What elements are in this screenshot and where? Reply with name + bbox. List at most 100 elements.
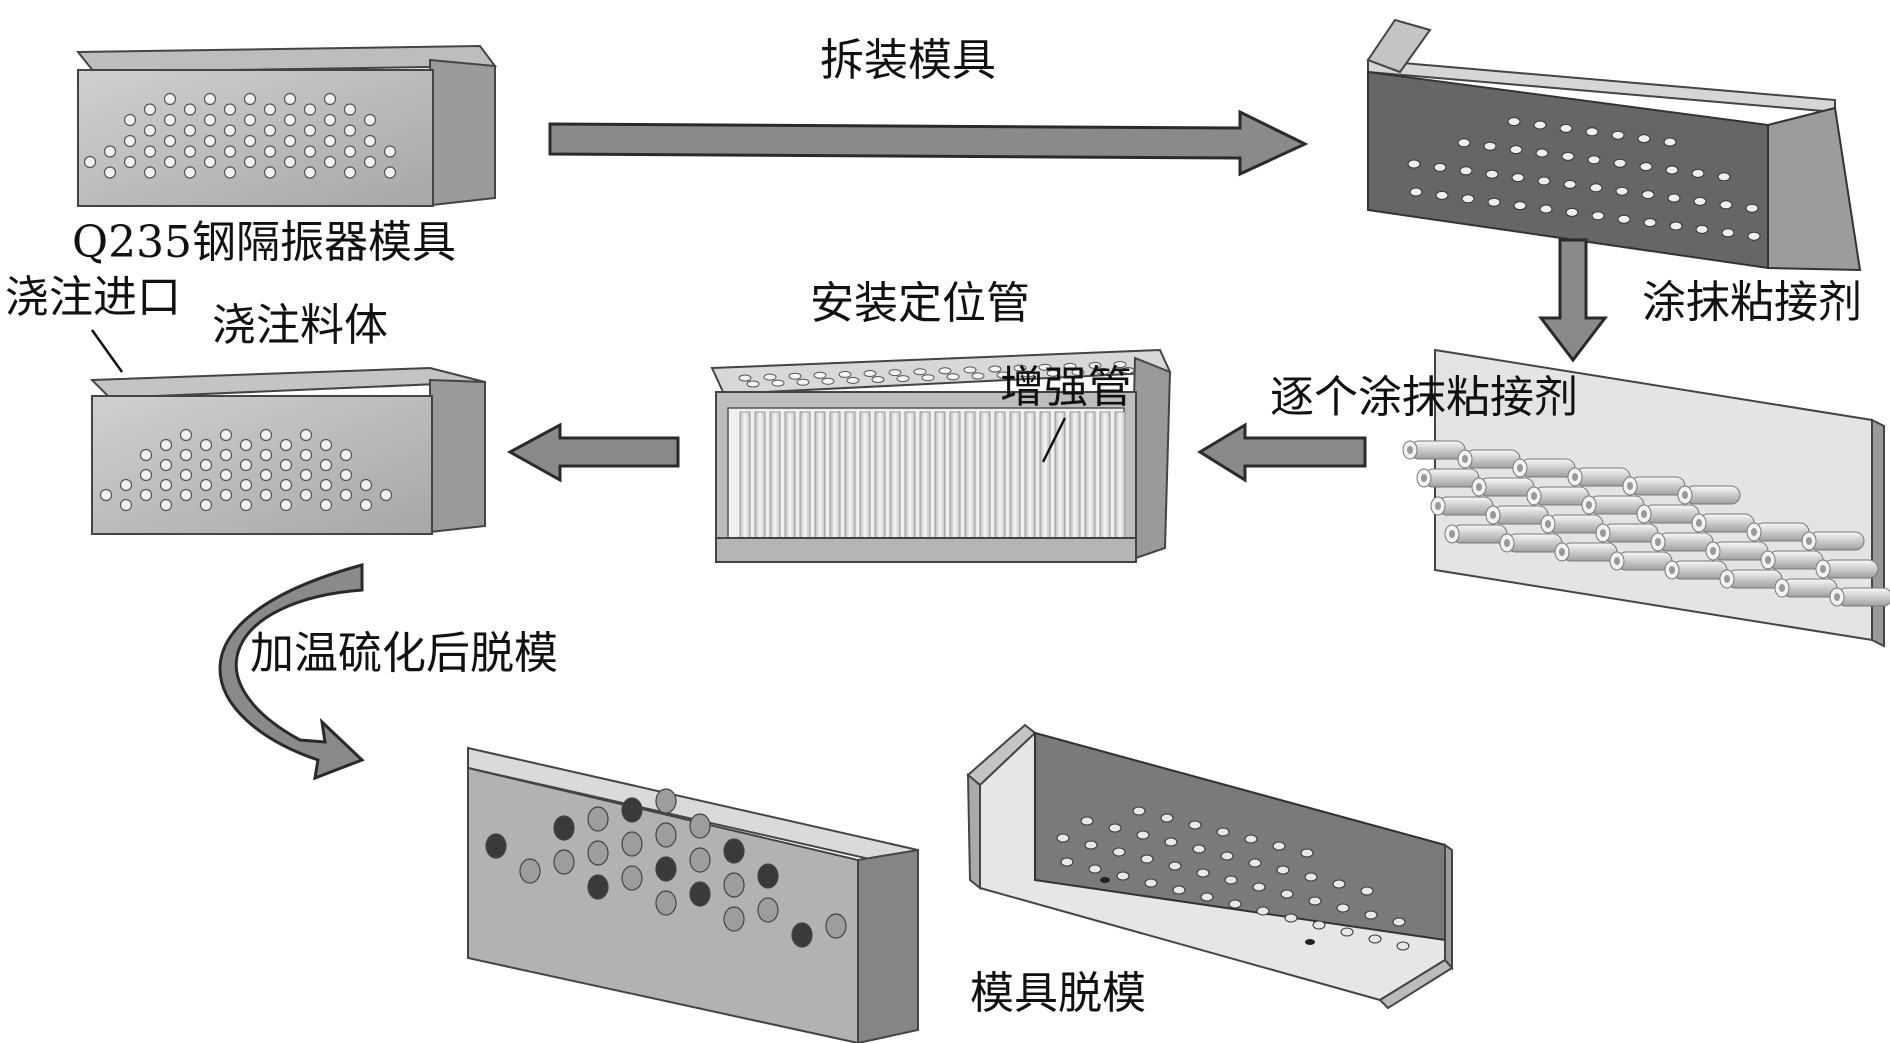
- hole: [383, 166, 397, 179]
- hole: [263, 124, 277, 137]
- tube: [1705, 541, 1769, 561]
- tube-array-vertical: [739, 411, 1126, 541]
- hole: [1164, 837, 1178, 847]
- hole: [323, 134, 337, 148]
- label-disassemble: 拆装模具: [820, 35, 996, 86]
- tube: [1485, 505, 1549, 525]
- hole: [223, 145, 237, 158]
- hole: [283, 92, 297, 106]
- tube: [1746, 522, 1810, 542]
- hole: [1591, 211, 1605, 221]
- tube: [1760, 550, 1824, 570]
- hole: [1396, 941, 1410, 951]
- hole: [203, 155, 217, 169]
- hole: [1461, 194, 1475, 204]
- hole: [183, 124, 197, 137]
- hole: [1669, 221, 1683, 231]
- arrow-right-top: [548, 109, 1309, 177]
- hole: [1407, 159, 1421, 169]
- hole: [1063, 362, 1077, 370]
- tube: [1114, 411, 1126, 541]
- hole: [103, 166, 117, 179]
- hole: [1511, 173, 1525, 183]
- hole: [1537, 176, 1551, 186]
- hole: [263, 103, 277, 116]
- hole: [143, 145, 157, 158]
- hole: [723, 872, 745, 898]
- tube: [979, 411, 991, 541]
- hole: [1539, 204, 1553, 214]
- hole-pattern-poured: [99, 428, 393, 512]
- hole: [1284, 913, 1298, 923]
- hole: [283, 113, 297, 127]
- hole: [359, 498, 373, 512]
- hole: [553, 815, 575, 841]
- hole: [938, 367, 952, 375]
- arrow-left-middle: [506, 422, 680, 483]
- hole: [143, 103, 157, 116]
- hole: [1160, 813, 1174, 823]
- tube-array-horizontal: [1402, 440, 1890, 607]
- hole: [159, 458, 173, 472]
- hole: [383, 145, 397, 158]
- tube: [889, 411, 901, 541]
- hole: [1483, 141, 1497, 151]
- tube: [1039, 411, 1051, 541]
- hole: [846, 376, 860, 384]
- tube: [934, 411, 946, 541]
- hole: [199, 478, 213, 492]
- hole: [299, 428, 313, 442]
- hole: [1013, 364, 1027, 372]
- hole: [1046, 369, 1060, 377]
- hole: [1747, 231, 1761, 241]
- hole: [825, 913, 847, 939]
- hole: [183, 103, 197, 116]
- hole: [1435, 190, 1449, 200]
- hole: [363, 113, 377, 127]
- pointer-reinforce-tube: [1041, 417, 1067, 463]
- hole: [1021, 370, 1035, 378]
- hole: [123, 155, 137, 169]
- hole: [339, 448, 353, 462]
- hole: [1228, 899, 1242, 909]
- tube: [1609, 551, 1673, 571]
- tube: [1567, 467, 1631, 487]
- hole: [1691, 168, 1705, 178]
- hole: [243, 113, 257, 127]
- tube: [1677, 485, 1741, 505]
- hole: [203, 113, 217, 127]
- hole: [1615, 186, 1629, 196]
- hole: [263, 145, 277, 158]
- demolded-block: [467, 746, 919, 1043]
- hole: [139, 488, 153, 502]
- hole: [1252, 882, 1266, 892]
- hole: [243, 134, 257, 148]
- hole: [343, 166, 357, 179]
- label-q235-mold: Q235钢隔振器模具: [72, 217, 456, 268]
- hole: [1613, 158, 1627, 168]
- hole: [1459, 166, 1473, 176]
- tube: [844, 411, 856, 541]
- hole: [1433, 162, 1447, 172]
- hole: [1300, 848, 1314, 858]
- hole: [757, 863, 779, 889]
- tube: [1054, 411, 1066, 541]
- hole: [1312, 920, 1326, 930]
- hole: [746, 380, 760, 388]
- hole: [971, 372, 985, 380]
- hole: [519, 858, 541, 884]
- hole: [1565, 207, 1579, 217]
- hole: [1196, 868, 1210, 878]
- label-pour-body: 浇注料体: [212, 300, 388, 351]
- hole: [83, 155, 97, 169]
- hole: [339, 468, 353, 482]
- hole: [1060, 857, 1074, 867]
- tube: [1595, 523, 1659, 543]
- hole: [1256, 906, 1270, 916]
- hole: [1112, 847, 1126, 857]
- hole: [1220, 851, 1234, 861]
- hole: [1717, 172, 1731, 182]
- hole: [1513, 201, 1527, 211]
- hole-pattern: [83, 92, 397, 179]
- hole: [279, 438, 293, 452]
